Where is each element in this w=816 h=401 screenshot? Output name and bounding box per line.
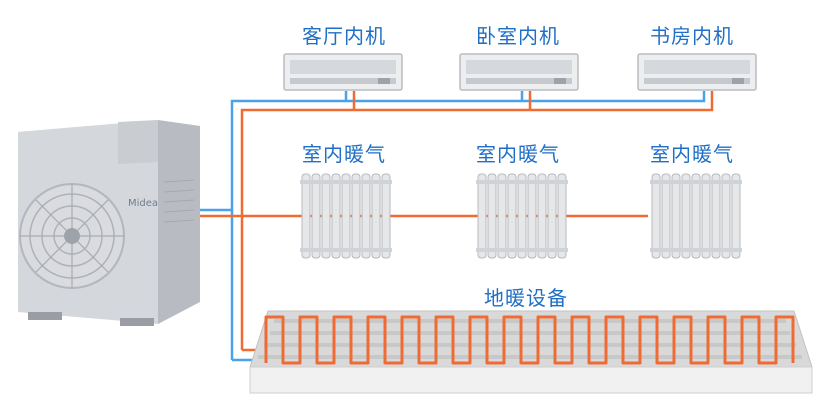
living-room-unit-label: 客厅内机 (302, 24, 386, 48)
radiator-1-label: 室内暖气 (302, 142, 386, 166)
living-room-indoor-unit-icon (283, 53, 403, 91)
study-unit-label: 书房内机 (650, 24, 734, 48)
floor-heating-panel-icon (249, 310, 813, 394)
radiator-2-label: 室内暖气 (476, 142, 560, 166)
bedroom-indoor-unit-icon (459, 53, 579, 91)
study-indoor-unit-icon (637, 53, 757, 91)
radiator-1-icon (300, 173, 392, 259)
floor-heating-coil (264, 315, 795, 365)
radiator-2-icon (476, 173, 568, 259)
outdoor-unit-icon (18, 120, 200, 326)
radiator-3-icon (650, 173, 742, 259)
brand-logo: Midea (128, 198, 159, 209)
radiator-3-label: 室内暖气 (650, 142, 734, 166)
bedroom-unit-label: 卧室内机 (476, 24, 560, 48)
floor-heating-label: 地暖设备 (484, 286, 568, 310)
